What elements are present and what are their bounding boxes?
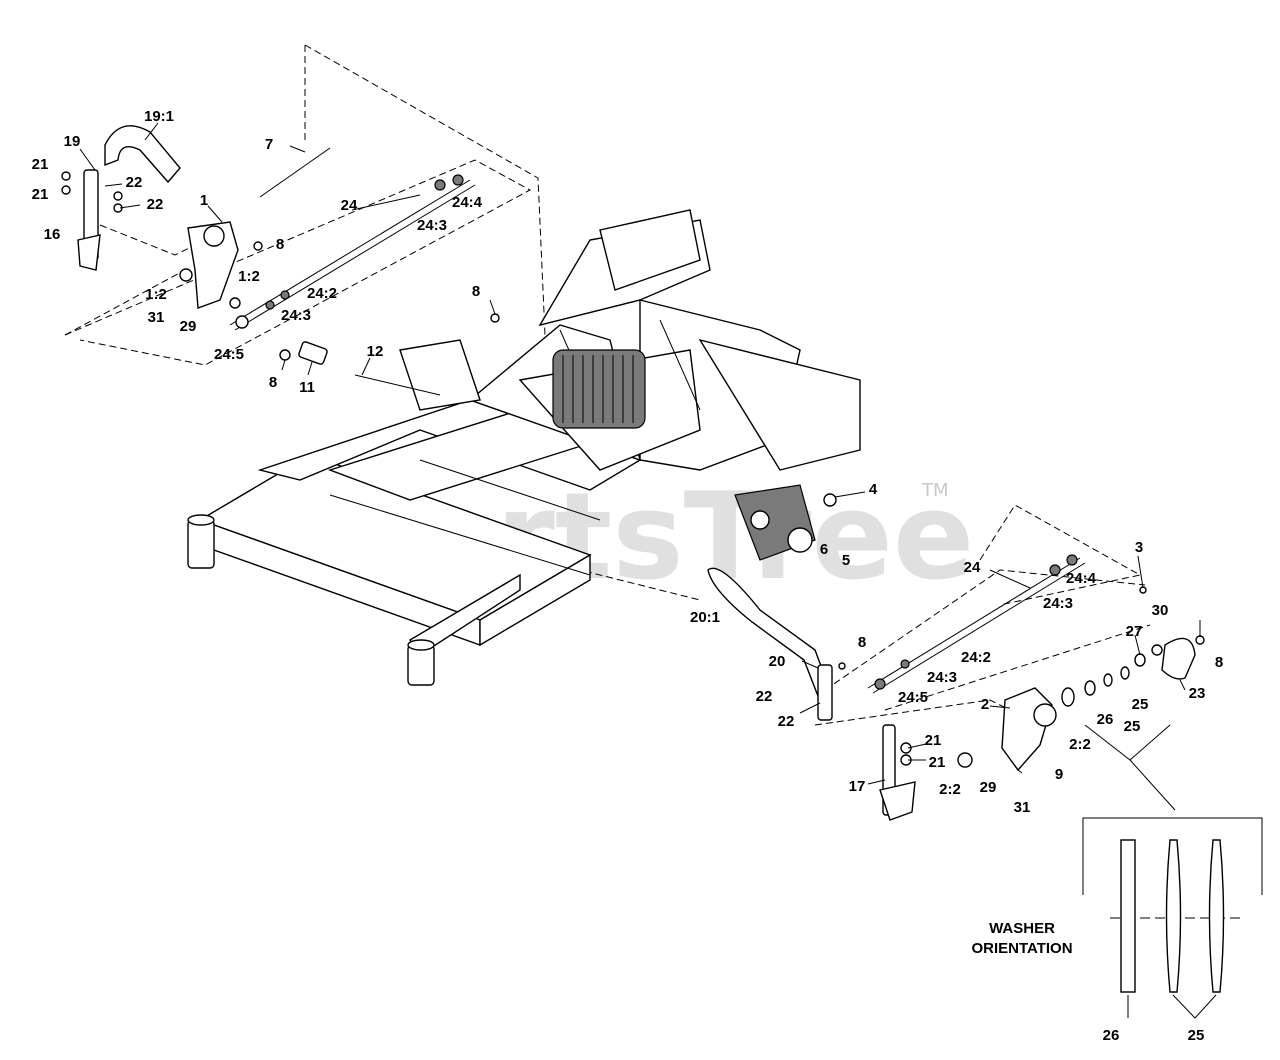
callout-c26a: 26 [1097, 711, 1114, 728]
callout-c21c: 21 [925, 732, 942, 749]
callout-c20: 20 [769, 653, 786, 670]
callout-c24-3a: 24:3 [417, 217, 447, 234]
callout-c24a: 24 [341, 197, 358, 214]
callout-c29a: 29 [180, 318, 197, 335]
callout-c21d: 21 [929, 754, 946, 771]
callout-c3: 3 [1135, 539, 1143, 556]
callout-c27: 27 [1126, 623, 1143, 640]
callout-c24-3d: 24:3 [927, 669, 957, 686]
washer-leaders [1084, 724, 1176, 811]
callout-c24-2a: 24:2 [307, 285, 337, 302]
callout-c5: 5 [842, 552, 850, 569]
callout-c26b: 26 [1103, 1027, 1120, 1044]
callout-c22d: 22 [778, 713, 795, 730]
callout-c8a: 8 [276, 236, 284, 253]
callout-c1: 1 [200, 192, 208, 209]
callout-c21b: 21 [32, 186, 49, 203]
callout-c1-2a: 1:2 [238, 268, 260, 285]
callout-c8c: 8 [472, 283, 480, 300]
callout-c2-2a: 2:2 [1069, 736, 1091, 753]
callout-c22a: 22 [126, 174, 143, 191]
callout-c24b: 24 [964, 559, 981, 576]
callout-c24-5b: 24:5 [898, 689, 928, 706]
engine [552, 349, 646, 429]
callout-c23: 23 [1189, 685, 1206, 702]
callout-c29b: 29 [980, 779, 997, 796]
callout-c7: 7 [265, 136, 273, 153]
caster-tubes [187, 514, 435, 686]
callout-c24-5a: 24:5 [214, 346, 244, 363]
callout-c8d: 8 [858, 634, 866, 651]
callout-c16: 16 [44, 226, 61, 243]
callout-c8e: 8 [1215, 654, 1223, 671]
callout-c25a: 25 [1132, 696, 1149, 713]
callout-c22c: 22 [756, 688, 773, 705]
callout-c22b: 22 [147, 196, 164, 213]
callout-c19: 19 [64, 133, 81, 150]
washer-orientation-detail [1082, 817, 1263, 1019]
callout-c17: 17 [849, 778, 866, 795]
hydro-pump [734, 484, 816, 561]
callout-c2: 2 [981, 696, 989, 713]
callout-c24-3b: 24:3 [281, 307, 311, 324]
callout-c20-1: 20:1 [690, 609, 720, 626]
callout-c21a: 21 [32, 156, 49, 173]
caption-line-2: ORIENTATION [971, 940, 1072, 957]
callout-c31b: 31 [1014, 799, 1031, 816]
watermark-trademark: TM [921, 480, 949, 501]
callout-c2-2b: 2:2 [939, 781, 961, 798]
callout-c24-3c: 24:3 [1043, 595, 1073, 612]
leader-lines [79, 122, 1201, 785]
callout-c30: 30 [1152, 602, 1169, 619]
callout-c4: 4 [869, 481, 878, 498]
left-control-assembly [61, 125, 500, 396]
callout-c25b: 25 [1124, 718, 1141, 735]
callout-c24-2b: 24:2 [961, 649, 991, 666]
callout-c6: 6 [820, 541, 828, 558]
right-control-assembly [707, 493, 1205, 821]
callout-c11: 11 [299, 379, 315, 396]
callout-c25c: 25 [1188, 1027, 1205, 1044]
caption-line-1: WASHER [989, 920, 1055, 937]
callout-c31a: 31 [148, 309, 165, 326]
callout-c24-4a: 24:4 [452, 194, 483, 211]
callout-c12: 12 [367, 343, 384, 360]
callout-c8b: 8 [269, 374, 277, 391]
callout-c1-2b: 1:2 [145, 286, 167, 303]
callout-c9: 9 [1055, 766, 1063, 783]
callout-c19-1: 19:1 [144, 108, 174, 125]
callout-c24-4b: 24:4 [1066, 570, 1097, 587]
